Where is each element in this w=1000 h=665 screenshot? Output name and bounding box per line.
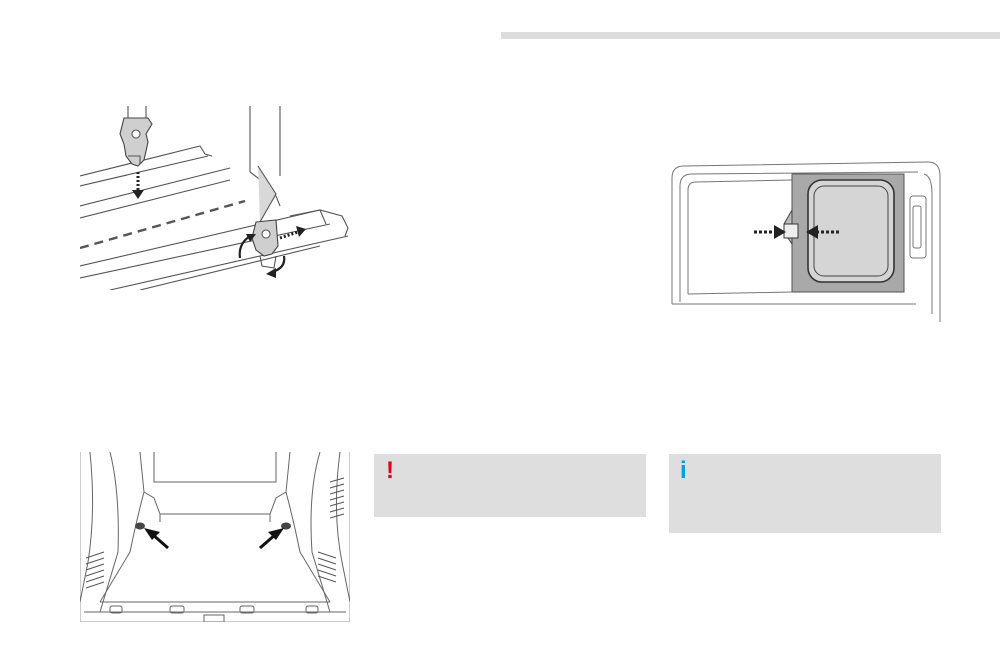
information-note-box: i [669, 454, 941, 533]
warning-note-box: ! [374, 454, 646, 517]
info-icon: i [680, 457, 687, 484]
cargo-floor-anchor-points-illustration [80, 452, 350, 622]
rotate-arrow-icon [238, 234, 286, 278]
press-left-arrow-icon [806, 225, 840, 239]
slide-arrow-icon [279, 226, 306, 240]
side-window-latch-illustration [668, 154, 944, 326]
press-right-arrow-icon [754, 225, 786, 239]
section-header-rule [501, 32, 1000, 39]
warning-exclamation-icon: ! [386, 457, 394, 484]
anchor-arrow-icon [144, 528, 284, 550]
seat-belt-strap-fastening-illustration [80, 106, 350, 290]
down-arrow-icon [132, 172, 144, 199]
